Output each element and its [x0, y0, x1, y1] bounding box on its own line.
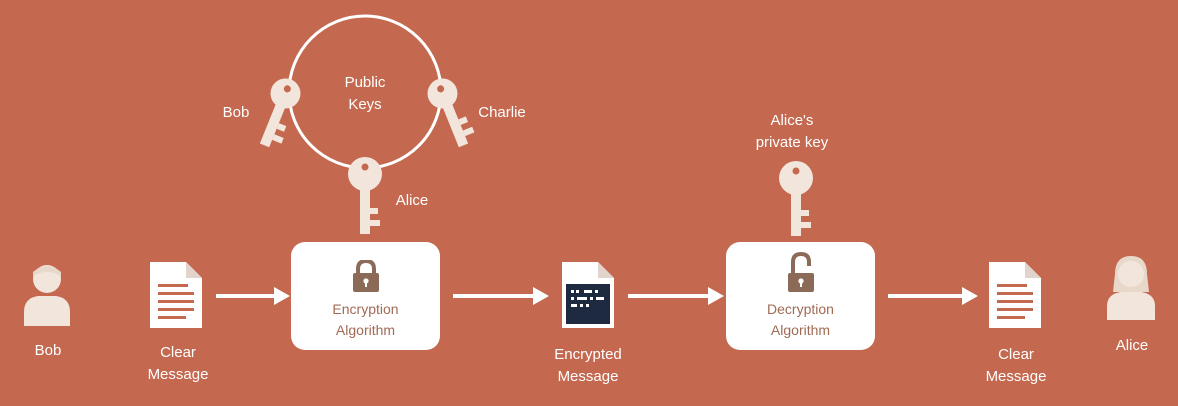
arrow-icon	[628, 287, 724, 305]
document-icon	[989, 262, 1041, 328]
sender-name: Bob	[34, 342, 62, 359]
receiver-name: Alice	[1115, 337, 1149, 354]
encryption-label: Encryption Algorithm	[332, 301, 399, 338]
alice-public-key-icon	[348, 157, 382, 234]
document-icon	[150, 262, 202, 328]
keyring-title: Public Keys	[344, 74, 386, 113]
private-key-icon	[779, 161, 813, 236]
private-key-label: Alice's private key	[755, 112, 829, 151]
bob-key-label: Bob	[222, 104, 250, 121]
arrow-icon	[216, 287, 290, 305]
encryption-box: Encryption Algorithm	[291, 242, 440, 350]
bob-key-icon	[259, 78, 301, 148]
person-male-icon	[24, 265, 70, 326]
arrow-icon	[888, 287, 978, 305]
arrow-icon	[453, 287, 549, 305]
lock-closed-icon	[353, 260, 379, 292]
encrypted-message-label: Encrypted Message	[554, 346, 622, 385]
alice-key-label: Alice	[395, 192, 429, 209]
lock-open-icon	[788, 252, 814, 292]
person-female-icon	[1107, 256, 1155, 320]
decryption-label: Decryption Algorithm	[767, 301, 834, 338]
clear-message-2-label: Clear Message	[985, 346, 1047, 385]
charlie-key-label: Charlie	[478, 104, 526, 121]
encrypted-document-icon	[562, 262, 614, 328]
charlie-key-icon	[427, 78, 475, 148]
clear-message-1-label: Clear Message	[147, 344, 209, 383]
decryption-box: Decryption Algorithm	[726, 242, 875, 350]
